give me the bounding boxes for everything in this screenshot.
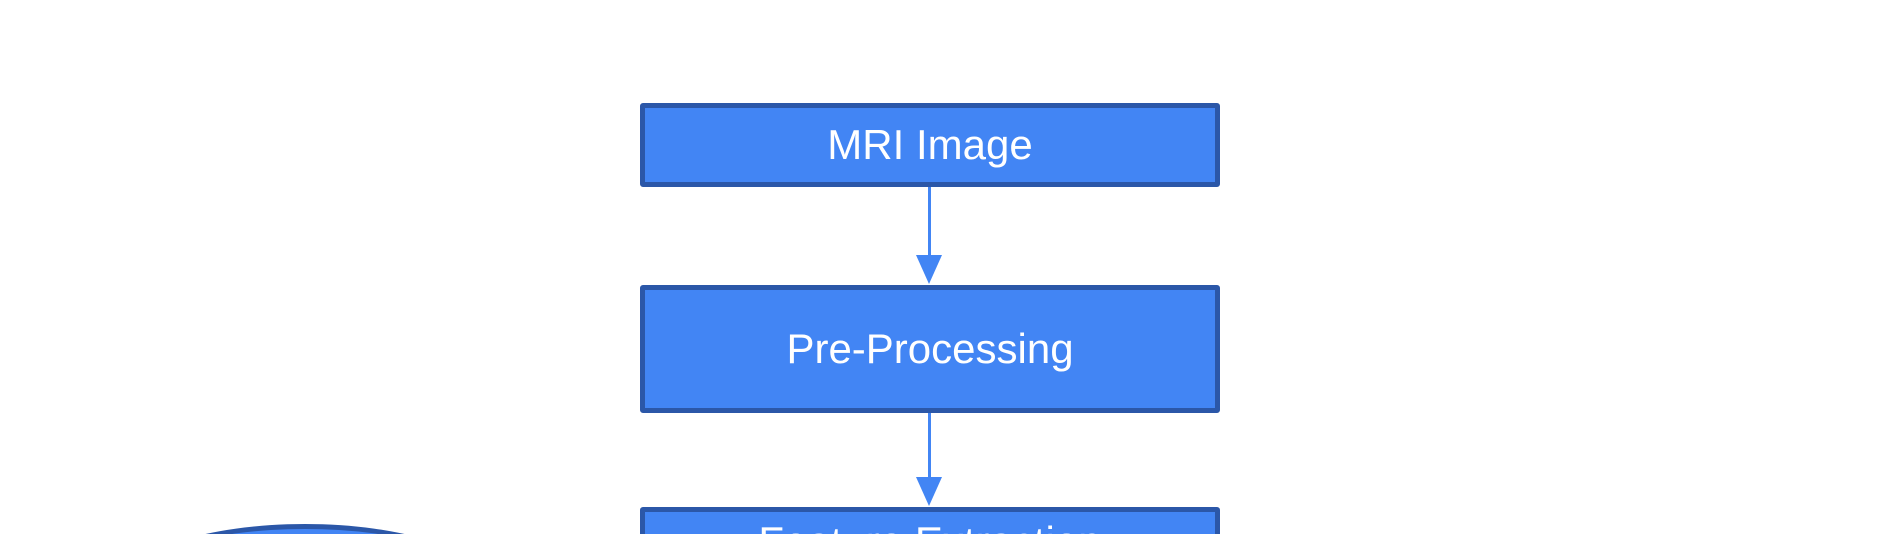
node-feature-extraction: Feature Extraction [640,507,1220,534]
node-feature-extraction-label: Feature Extraction [758,518,1101,534]
arrow-line [928,413,931,479]
node-pre-processing-label: Pre-Processing [786,324,1074,372]
arrow-down-icon [916,477,942,506]
node-mri-image: MRI Image [640,103,1220,187]
node-pre-processing: Pre-Processing [640,285,1220,413]
partial-ellipse-shape [125,524,485,534]
arrow-down-icon [916,255,942,284]
arrow-line [928,187,931,257]
node-mri-image-label: MRI Image [827,120,1033,168]
